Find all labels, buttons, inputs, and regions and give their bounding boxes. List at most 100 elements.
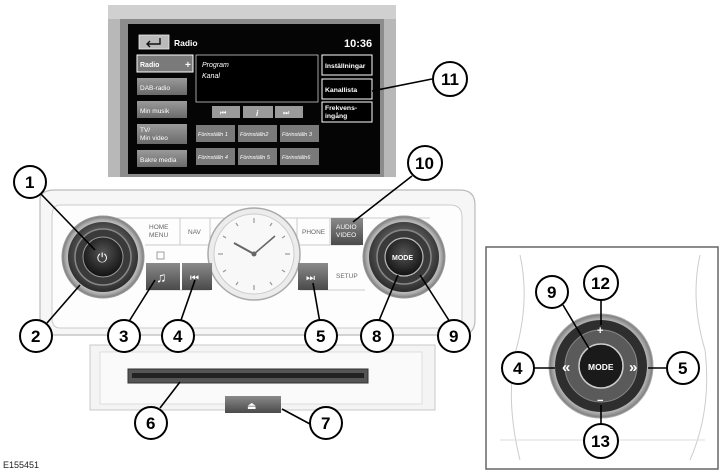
ingang-label: ingång	[325, 112, 347, 120]
callout-4: 4	[161, 319, 195, 353]
video-label: VIDEO	[336, 232, 356, 239]
screen-prev-button[interactable]	[212, 106, 240, 118]
menu-min-musik-label: Min musik	[140, 108, 170, 115]
screen-prev-icon: ⏮	[220, 110, 226, 117]
callout-detail-12: 12	[583, 265, 619, 301]
callout-8-label: 8	[372, 327, 381, 346]
audio-video-button[interactable]	[331, 218, 363, 245]
frekvensingang-button[interactable]	[321, 101, 373, 123]
detail-minus-icon[interactable]: −	[597, 395, 603, 407]
menu-min-musik[interactable]	[137, 101, 187, 118]
prev-button[interactable]: ⏮	[182, 263, 212, 290]
cd-slot-housing: ⏏	[89, 344, 436, 413]
callout-2-label: 2	[31, 327, 40, 346]
preset-6[interactable]	[280, 148, 319, 165]
screen-left-menu: Radio + DAB-radio Min musik TV/ Min vide…	[136, 54, 194, 167]
phone-label[interactable]: PHONE	[302, 229, 326, 236]
figure-reference: E155451	[3, 460, 40, 470]
kanallista-label: Kanallista	[325, 87, 357, 94]
menu-tv-label: TV/	[140, 127, 150, 134]
eject-icon: ⏏	[247, 401, 256, 412]
screen-clock: 10:36	[344, 38, 372, 50]
menu-radio-label: Radio	[140, 62, 159, 69]
callout-10: 10	[407, 145, 443, 181]
callout-9-label: 9	[449, 327, 458, 346]
menu-dab-radio[interactable]	[137, 78, 187, 95]
clock-minute-hand	[253, 235, 276, 255]
prev-track-icon: ⏮	[190, 273, 199, 284]
frekvens-label: Frekvens-	[325, 105, 357, 112]
setup-label[interactable]: SETUP	[336, 273, 358, 280]
detail-plus-icon[interactable]: +	[597, 325, 603, 337]
kanallista-button[interactable]	[321, 78, 373, 100]
installningar-label: Inställningar	[325, 63, 366, 70]
kanal-label: Kanal	[202, 73, 220, 80]
menu-plus-icon: +	[185, 60, 191, 71]
preset-3[interactable]	[280, 125, 319, 142]
back-arrow-icon	[146, 38, 161, 48]
menu-radio[interactable]	[136, 54, 194, 73]
mode-knob[interactable]: MODE	[362, 215, 446, 299]
screen-transport: ⏮ i ⏭	[212, 106, 303, 118]
screen-top-bar: Radio 10:36	[138, 34, 372, 50]
screen-presets: Förinställn 1 Förinställn2 Förinställn 3…	[196, 125, 319, 165]
home-menu-indicator-icon	[156, 251, 165, 260]
preset-1[interactable]	[196, 125, 235, 142]
installningar-button[interactable]	[321, 54, 373, 76]
preset-5[interactable]	[238, 148, 277, 165]
callout-2: 2	[19, 319, 53, 353]
mode-label: MODE	[392, 255, 413, 262]
nav-label[interactable]: NAV	[188, 229, 202, 236]
menu-dab-radio-label: DAB-radio	[140, 85, 170, 92]
audio-label: AUDIO	[336, 224, 357, 231]
callout-detail-4: 4	[501, 351, 535, 385]
detail-right-icon[interactable]: »	[629, 359, 637, 376]
menu-tv-video[interactable]	[137, 124, 187, 144]
callout-9: 9	[437, 319, 471, 353]
callout-3: 3	[107, 319, 141, 353]
screen-next-icon: ⏭	[283, 110, 290, 117]
power-icon: ⏻	[97, 250, 107, 265]
callout-10-label: 10	[415, 154, 434, 173]
next-track-icon: ⏭	[306, 273, 315, 284]
callout-1: 1	[13, 165, 47, 199]
screen-info-icon: i	[256, 109, 259, 118]
callout-detail-13-label: 13	[591, 432, 610, 451]
detail-mode-label: MODE	[588, 362, 614, 372]
callout-7: 7	[309, 406, 343, 440]
screen-right-buttons: Inställningar Kanallista Frekvens- ingån…	[321, 54, 373, 123]
eject-button[interactable]	[225, 396, 281, 413]
menu-bakre-media[interactable]	[137, 150, 187, 167]
callout-8: 8	[360, 319, 394, 353]
program-label: Program	[202, 62, 229, 69]
menu-bakre-media-label: Bakre media	[140, 157, 177, 164]
callout-5-label: 5	[316, 327, 325, 346]
preset-2[interactable]	[238, 125, 277, 142]
clock-hour-hand	[233, 242, 255, 255]
leader-lines	[39, 78, 666, 425]
screen-info-button[interactable]	[243, 106, 273, 118]
screen-next-button[interactable]	[275, 106, 303, 118]
home-menu-label-2: MENU	[149, 232, 168, 239]
preset-4[interactable]	[196, 148, 235, 165]
callout-detail-9-label: 9	[547, 283, 556, 302]
callout-6: 6	[134, 406, 168, 440]
back-button[interactable]	[138, 34, 170, 50]
music-note-icon: ♫	[156, 269, 167, 285]
callout-detail-13: 13	[583, 423, 619, 459]
detail-left-icon[interactable]: «	[562, 359, 570, 376]
callout-detail-5-label: 5	[678, 359, 687, 378]
callout-5: 5	[304, 319, 338, 353]
callout-7-label: 7	[321, 414, 330, 433]
screen-info-box: Program Kanal	[195, 54, 319, 103]
home-menu-label-1: HOME	[149, 224, 169, 231]
preset-4-label: Förinställn 4	[198, 155, 228, 161]
detail-mode-button[interactable]	[578, 343, 624, 389]
callout-detail-9: 9	[535, 275, 569, 309]
analog-clock	[207, 207, 301, 301]
preset-1-label: Förinställn 1	[198, 132, 228, 138]
callout-detail-12-label: 12	[591, 274, 610, 293]
callout-4-label: 4	[173, 327, 183, 346]
screen-title: Radio	[174, 38, 198, 48]
